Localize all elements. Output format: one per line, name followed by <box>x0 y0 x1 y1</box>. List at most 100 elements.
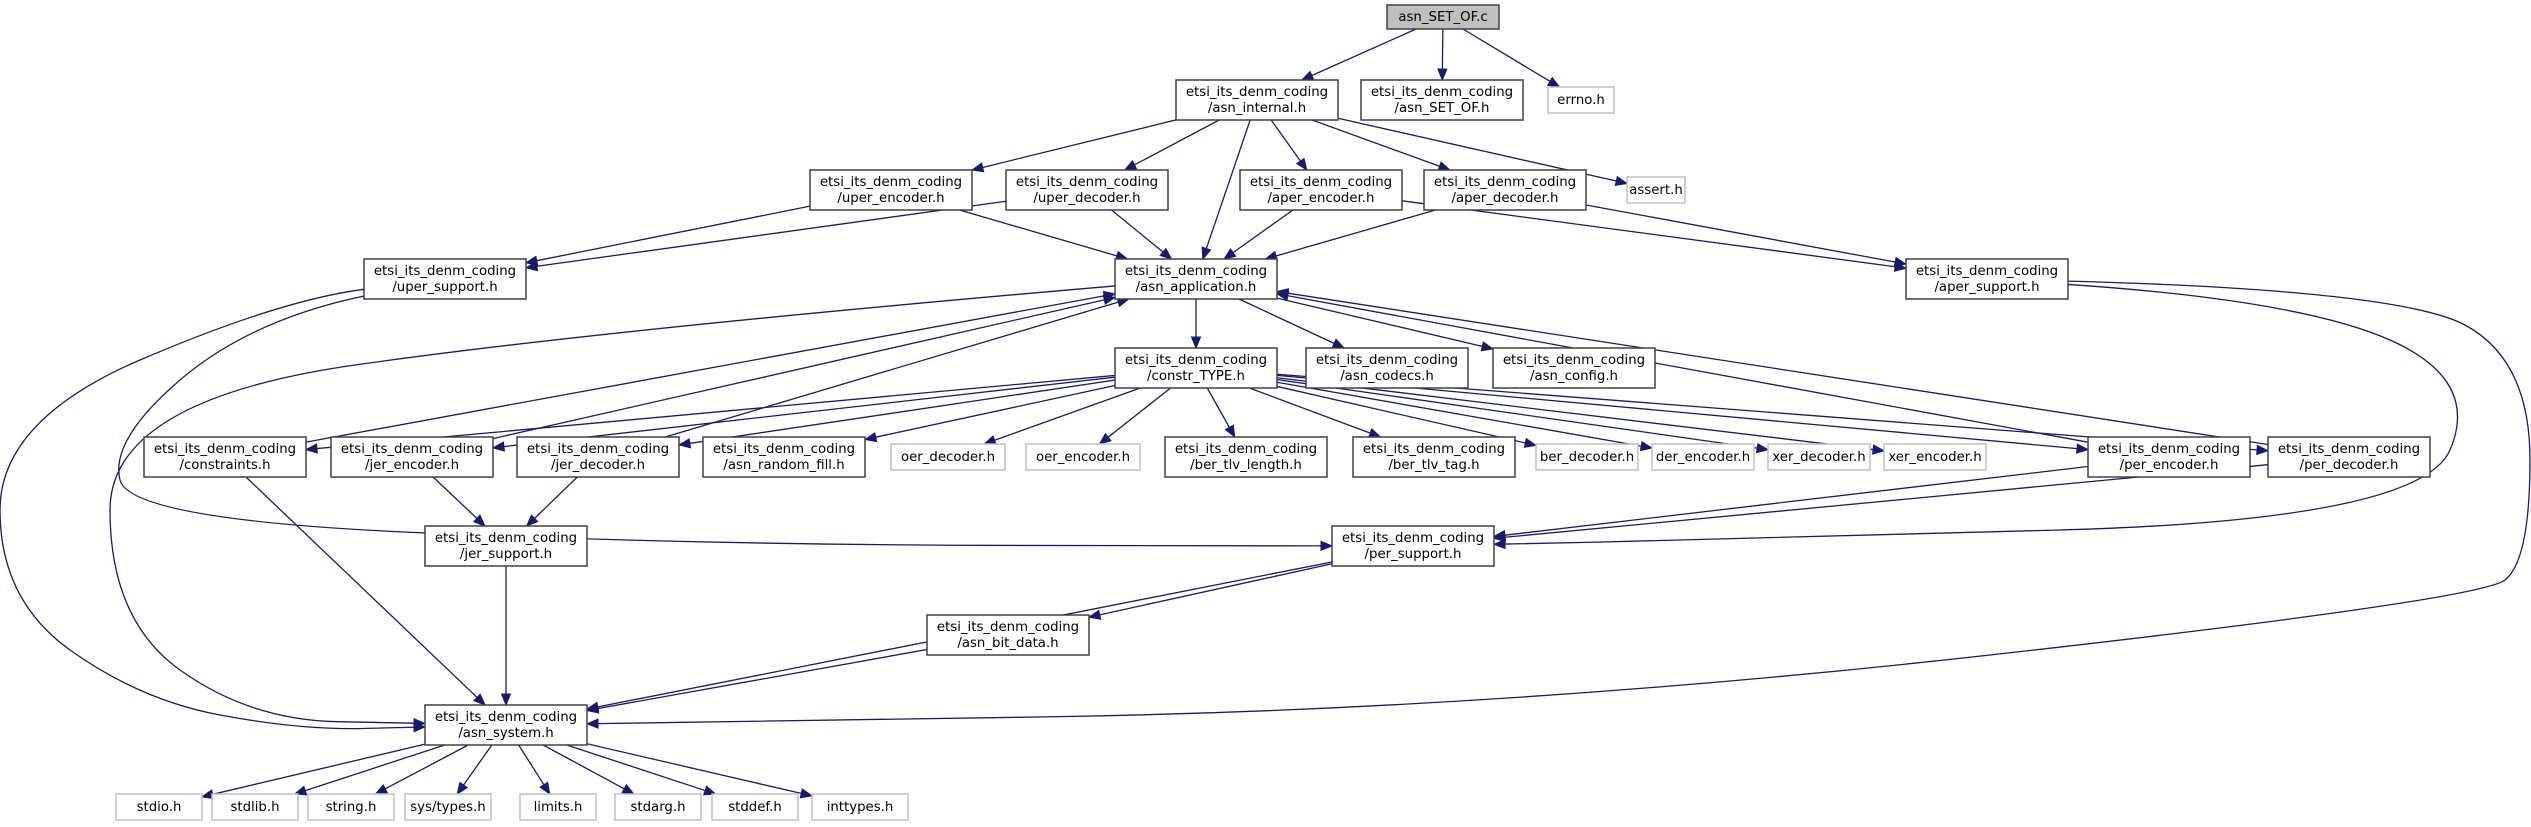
node-aper-encoder[interactable]: etsi_its_denm_coding/aper_encoder.h <box>1239 169 1403 211</box>
arrowhead-icon <box>1300 70 1315 81</box>
node-asn-internal[interactable]: etsi_its_denm_coding/asn_internal.h <box>1175 79 1339 121</box>
node-label: etsi_its_denm_coding <box>1125 264 1267 279</box>
node-label: etsi_its_denm_coding <box>1342 531 1484 546</box>
node-box[interactable] <box>1005 169 1169 211</box>
node-box <box>1535 443 1639 471</box>
edge-aper_encoder-to-asn_application <box>1232 209 1294 254</box>
edge-asn_system-to-stdarg <box>542 744 625 790</box>
edge-constr_TYPE-to-jer_encoder <box>503 376 1116 448</box>
edge-asn_system-to-stddef <box>566 744 706 792</box>
node-per-support[interactable]: etsi_its_denm_coding/per_support.h <box>1331 525 1495 567</box>
node-box[interactable] <box>424 704 588 746</box>
node-label: ber_decoder.h <box>1540 450 1634 465</box>
node-label: /constraints.h <box>179 458 270 473</box>
arrowhead-icon <box>1223 248 1237 260</box>
node-box[interactable] <box>1239 169 1403 211</box>
node-box[interactable] <box>1305 347 1469 389</box>
arrowhead-icon <box>539 781 551 796</box>
edge-jer_decoder-to-jer_support <box>534 476 578 519</box>
node-box[interactable] <box>809 169 973 211</box>
node-box[interactable] <box>2087 436 2251 478</box>
arrowhead-icon <box>1123 159 1138 171</box>
node-box[interactable] <box>1114 258 1278 300</box>
edge-uper_encoder-to-asn_application <box>959 209 1118 257</box>
node-ber-tlv-tag[interactable]: etsi_its_denm_coding/ber_tlv_tag.h <box>1352 436 1516 478</box>
arrowhead-icon <box>491 441 506 452</box>
node-uper-support[interactable]: etsi_its_denm_coding/uper_support.h <box>363 258 527 300</box>
edge-jer_encoder-to-jer_support <box>432 476 478 519</box>
node-box[interactable] <box>1164 436 1328 478</box>
edge-aper_decoder-to-asn_application <box>1275 209 1436 257</box>
node-asn-codecs[interactable]: etsi_its_denm_coding/asn_codecs.h <box>1305 347 1469 389</box>
node-aper-support[interactable]: etsi_its_denm_coding/aper_support.h <box>1905 258 2069 300</box>
node-label: inttypes.h <box>827 800 894 815</box>
node-label: etsi_its_denm_coding <box>1125 353 1267 368</box>
node-box[interactable] <box>1386 4 1500 30</box>
node-ber-decoder: ber_decoder.h <box>1535 443 1639 471</box>
node-box[interactable] <box>1423 169 1587 211</box>
node-label: xer_decoder.h <box>1772 450 1865 465</box>
node-uper-decoder[interactable]: etsi_its_denm_coding/uper_decoder.h <box>1005 169 1169 211</box>
edge-root-to-asn_internal <box>1311 28 1417 77</box>
node-root[interactable]: asn_SET_OF.c <box>1386 4 1500 30</box>
arrowhead-icon <box>1367 428 1382 438</box>
node-asn-application[interactable]: etsi_its_denm_coding/asn_application.h <box>1114 258 1278 300</box>
node-asn-random-fill[interactable]: etsi_its_denm_coding/asn_random_fill.h <box>702 436 866 478</box>
node-asn-bit-data[interactable]: etsi_its_denm_coding/asn_bit_data.h <box>926 614 1090 656</box>
node-uper-encoder[interactable]: etsi_its_denm_coding/uper_encoder.h <box>809 169 973 211</box>
node-jer-encoder[interactable]: etsi_its_denm_coding/jer_encoder.h <box>330 436 494 478</box>
edge-asn_internal-to-uper_decoder <box>1134 119 1220 166</box>
node-stddef: stddef.h <box>711 793 799 821</box>
node-label: etsi_its_denm_coding <box>2098 442 2240 457</box>
node-box[interactable] <box>1352 436 1516 478</box>
node-box[interactable] <box>702 436 866 478</box>
node-per-encoder[interactable]: etsi_its_denm_coding/per_encoder.h <box>2087 436 2251 478</box>
node-box <box>890 443 1006 471</box>
node-box <box>115 793 203 821</box>
node-aper-decoder[interactable]: etsi_its_denm_coding/aper_decoder.h <box>1423 169 1587 211</box>
edge-asn_system-to-sys_types <box>463 744 493 786</box>
node-asn-SET-OF-h[interactable]: etsi_its_denm_coding/asn_SET_OF.h <box>1360 79 1524 121</box>
node-box[interactable] <box>1331 525 1495 567</box>
node-asn-system[interactable]: etsi_its_denm_coding/asn_system.h <box>424 704 588 746</box>
arrowhead-icon <box>1614 175 1629 187</box>
arrowhead-icon <box>1871 444 1886 455</box>
arrowhead-icon <box>1755 442 1770 454</box>
node-label: sys/types.h <box>410 800 486 815</box>
node-box[interactable] <box>424 525 588 567</box>
node-constr-TYPE[interactable]: etsi_its_denm_coding/constr_TYPE.h <box>1114 347 1278 389</box>
node-box[interactable] <box>926 614 1090 656</box>
arrowhead-icon <box>863 431 878 443</box>
edge-asn_internal-to-aper_decoder <box>1311 119 1440 167</box>
node-box[interactable] <box>1175 79 1339 121</box>
node-box[interactable] <box>1492 347 1656 389</box>
arrowhead-icon <box>1437 161 1452 172</box>
arrowhead-icon <box>293 785 308 796</box>
node-box[interactable] <box>1360 79 1524 121</box>
edge-constr_TYPE-to-ber_decoder <box>1276 385 1526 444</box>
node-jer-decoder[interactable]: etsi_its_denm_coding/jer_decoder.h <box>516 436 680 478</box>
node-ber-tlv-length[interactable]: etsi_its_denm_coding/ber_tlv_length.h <box>1164 436 1328 478</box>
node-box[interactable] <box>1114 347 1278 389</box>
edge-asn_application-to-asn_config <box>1276 297 1483 348</box>
edge-constr_TYPE-to-xer_decoder <box>1276 378 1758 449</box>
node-per-decoder[interactable]: etsi_its_denm_coding/per_decoder.h <box>2267 436 2431 478</box>
node-box[interactable] <box>2267 436 2431 478</box>
node-constraints[interactable]: etsi_its_denm_coding/constraints.h <box>143 436 307 478</box>
nodes-layer: asn_SET_OF.c etsi_its_denm_coding/asn_int… <box>115 4 2431 821</box>
arrowhead-icon <box>970 162 985 173</box>
edge-uper_decoder-to-asn_application <box>1111 209 1164 253</box>
edge-asn_application-to-asn_system <box>109 285 1116 724</box>
node-box[interactable] <box>1905 258 2069 300</box>
node-box[interactable] <box>330 436 494 478</box>
node-box[interactable] <box>143 436 307 478</box>
node-jer-support[interactable]: etsi_its_denm_coding/jer_support.h <box>424 525 588 567</box>
node-box[interactable] <box>516 436 680 478</box>
edge-uper_support-to-asn_system <box>0 288 415 730</box>
node-box[interactable] <box>363 258 527 300</box>
edge-uper_encoder-to-uper_support <box>536 205 811 262</box>
edge-uper_support-to-per_support <box>118 295 1322 547</box>
node-label: /per_support.h <box>1365 547 1462 562</box>
node-asn-config[interactable]: etsi_its_denm_coding/asn_config.h <box>1492 347 1656 389</box>
